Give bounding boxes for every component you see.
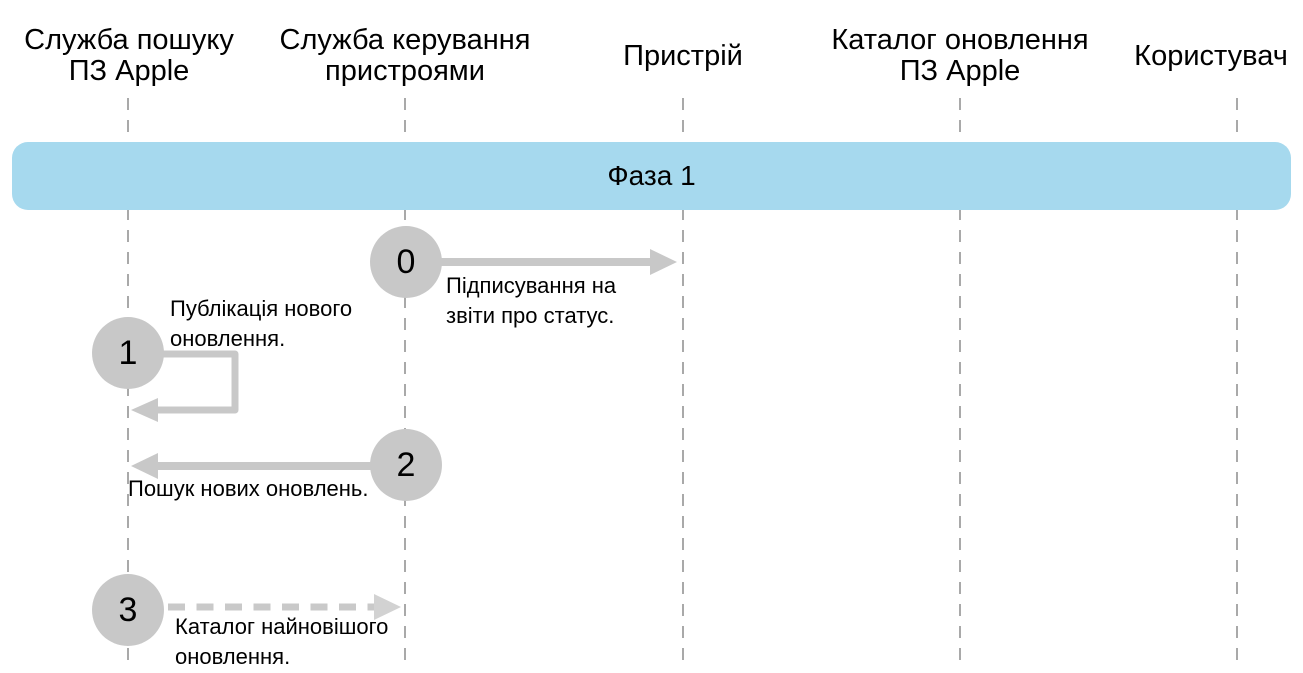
step-3-badge: 3 — [92, 574, 164, 646]
actor-software-update-catalog: Каталог оновлення ПЗ Apple — [828, 24, 1092, 88]
actor-label-line: Служба пошуку — [24, 24, 234, 56]
actor-label-line: ПЗ Apple — [899, 55, 1021, 87]
actor-software-lookup-service: Служба пошуку ПЗ Apple — [0, 24, 261, 88]
step-2-badge: 2 — [370, 429, 442, 501]
step-0-badge: 0 — [370, 226, 442, 298]
actor-label-line: ПЗ Apple — [68, 55, 190, 87]
step-1-label-line-2: оновлення. — [170, 326, 286, 351]
step-0-label-line-2: звіти про статус. — [446, 303, 615, 328]
phase-1-banner: Фаза 1 — [12, 142, 1291, 210]
step-0-number: 0 — [396, 242, 416, 281]
actor-device: Пристрій — [551, 24, 815, 88]
actor-label-line: Користувач — [1134, 39, 1288, 72]
step-3-label: Каталог найновішого оновлення. — [175, 612, 388, 672]
step-2-label: Пошук нових оновлень. — [128, 474, 369, 504]
step-2-label-line-1: Пошук нових оновлень. — [128, 476, 369, 501]
step-1-badge: 1 — [92, 317, 164, 389]
actor-user: Користувач — [1133, 24, 1289, 88]
lifeline-software-update-catalog — [959, 98, 961, 667]
lifeline-user — [1236, 98, 1238, 667]
lifeline-device-management-service — [404, 98, 406, 667]
step-3-dashed-arrow — [168, 594, 401, 620]
phase-1-label: Фаза 1 — [607, 160, 696, 191]
step-1-number: 1 — [118, 333, 138, 372]
step-1-self-loop-arrow — [131, 350, 239, 422]
actor-label-line: Каталог оновлення — [831, 24, 1089, 56]
actor-label-line: пристроями — [325, 55, 485, 87]
actor-device-management-service: Служба керування пристроями — [273, 24, 537, 88]
step-1-label-line-1: Публікація нового — [170, 296, 353, 321]
actor-label-line: Пристрій — [623, 39, 743, 72]
step-3-number: 3 — [118, 590, 138, 629]
step-0-label-line-1: Підписування на — [446, 273, 617, 298]
step-0-arrow — [441, 249, 677, 275]
lifeline-device — [682, 98, 684, 667]
step-1-label: Публікація нового оновлення. — [170, 294, 352, 354]
step-3-label-line-1: Каталог найновішого — [175, 614, 389, 639]
step-2-number: 2 — [396, 445, 416, 484]
step-0-label: Підписування на звіти про статус. — [446, 271, 616, 331]
actor-label-line: Служба керування — [279, 24, 531, 56]
step-3-label-line-2: оновлення. — [175, 644, 291, 669]
step-2-arrow — [131, 453, 371, 479]
